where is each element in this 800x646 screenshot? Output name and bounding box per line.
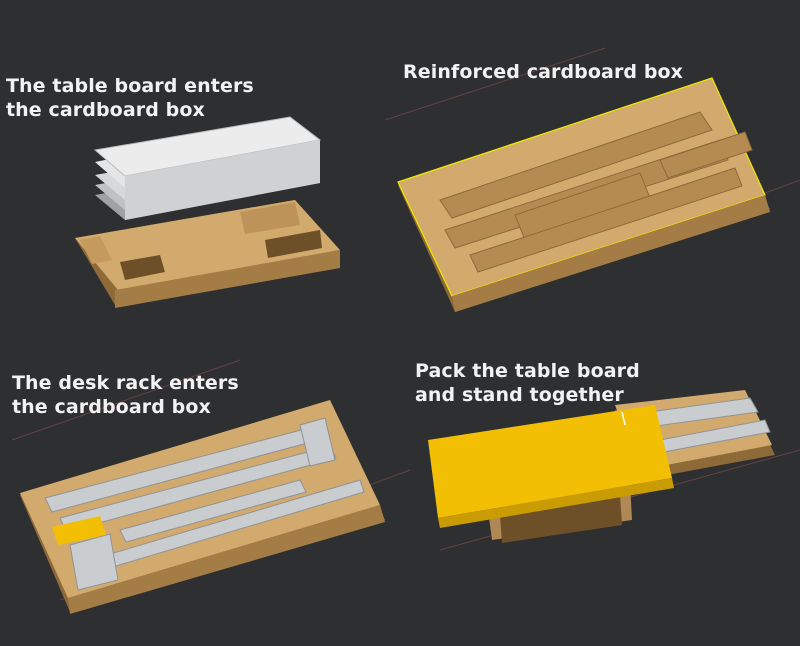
step-3-caption: The desk rack enters the cardboard box [12, 371, 239, 419]
panel-4-packed-together [428, 390, 775, 543]
step-1-line-2: the cardboard box [6, 98, 254, 122]
panel-2-reinforced-box [398, 78, 770, 312]
step-4-caption: Pack the table board and stand together [415, 359, 640, 407]
step-4-line-1: Pack the table board [415, 359, 640, 383]
cardboard-tray-1 [75, 200, 340, 308]
panel-1-board-into-box [75, 117, 340, 308]
panel-3-rack-into-box [20, 400, 385, 614]
step-4-line-2: and stand together [415, 383, 640, 407]
step-3-line-2: the cardboard box [12, 395, 239, 419]
step-3-line-1: The desk rack enters [12, 371, 239, 395]
step-2-caption: Reinforced cardboard box [403, 60, 683, 84]
step-1-line-1: The table board enters [6, 74, 254, 98]
step-1-caption: The table board enters the cardboard box [6, 74, 254, 122]
step-2-line-1: Reinforced cardboard box [403, 60, 683, 84]
